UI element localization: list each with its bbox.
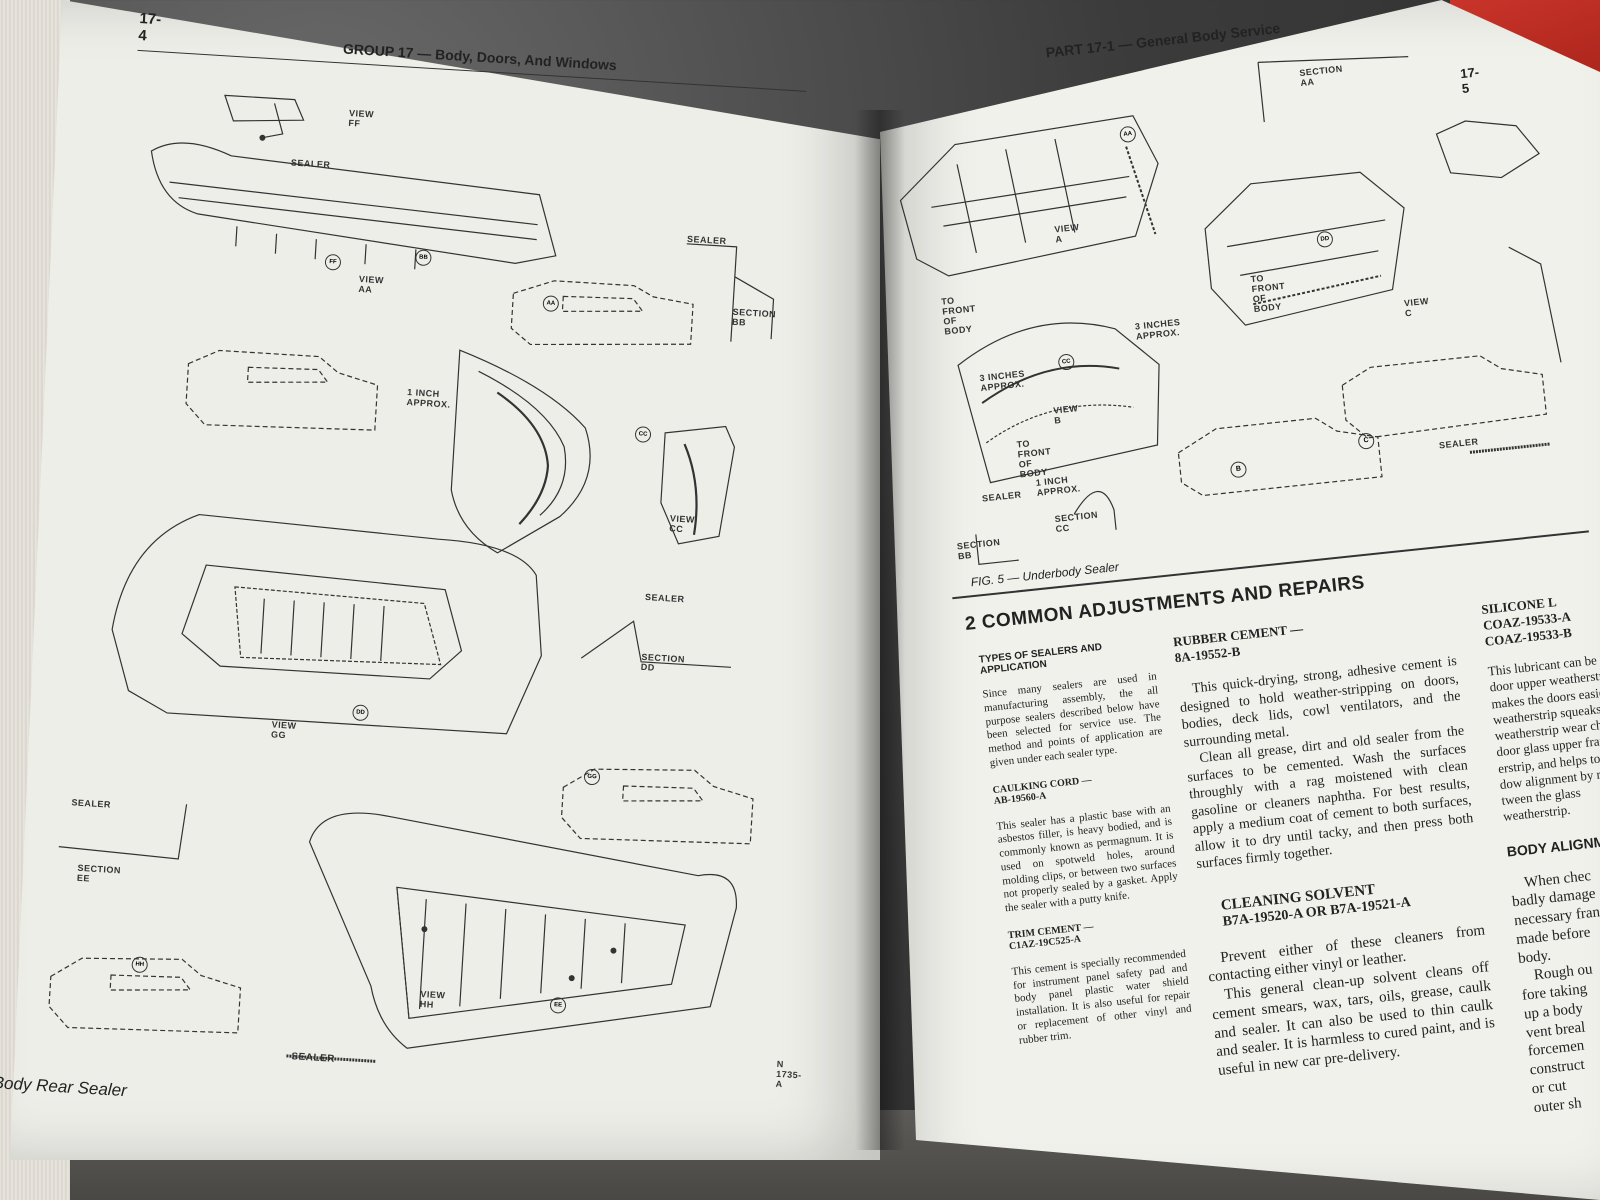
caulking-cord-text: This sealer has a plastic base with an a…	[995, 802, 1179, 915]
right-page	[880, 0, 1600, 1200]
label-view-aa: VIEW AA	[358, 273, 385, 295]
r-label-view-b: VIEW B	[1052, 403, 1079, 426]
body-alignment-heading: BODY ALIGNME	[1506, 831, 1600, 860]
column-2: RUBBER CEMENT — 8A-19552-B This quick-dr…	[1172, 605, 1497, 1081]
label-view-gg: VIEW GG	[270, 719, 297, 741]
body-rear-sealer-drawing	[48, 94, 775, 1063]
label-view-cc: VIEW CC	[669, 513, 696, 535]
r-label-view-a: VIEW A	[1053, 221, 1080, 245]
label-view-hh: VIEW HH	[419, 988, 446, 1010]
label-section-dd: SECTION DD	[640, 651, 686, 673]
r-label-to-front-3: TO FRONT OF BODY	[1016, 438, 1052, 480]
label-code: N 1735-A	[775, 1058, 803, 1090]
label-one-inch: 1 INCH APPROX.	[406, 387, 451, 410]
r-label-to-front-2: TO FRONT OF BODY	[1250, 272, 1286, 315]
label-section-bb: SECTION BB	[731, 306, 777, 328]
types-intro-text: Since many sealers are used in manufactu…	[981, 670, 1164, 769]
underbody-sealer-drawing	[899, 56, 1562, 565]
r-label-to-front-1: TO FRONT OF BODY	[940, 295, 977, 337]
label-view-ff: VIEW FF	[348, 107, 375, 129]
r-label-view-c: VIEW C	[1403, 295, 1430, 319]
book-gutter-shadow	[855, 110, 905, 1150]
left-page-number: 17-4	[137, 10, 162, 45]
left-page	[10, 0, 880, 1160]
label-section-ee: SECTION EE	[76, 862, 122, 884]
